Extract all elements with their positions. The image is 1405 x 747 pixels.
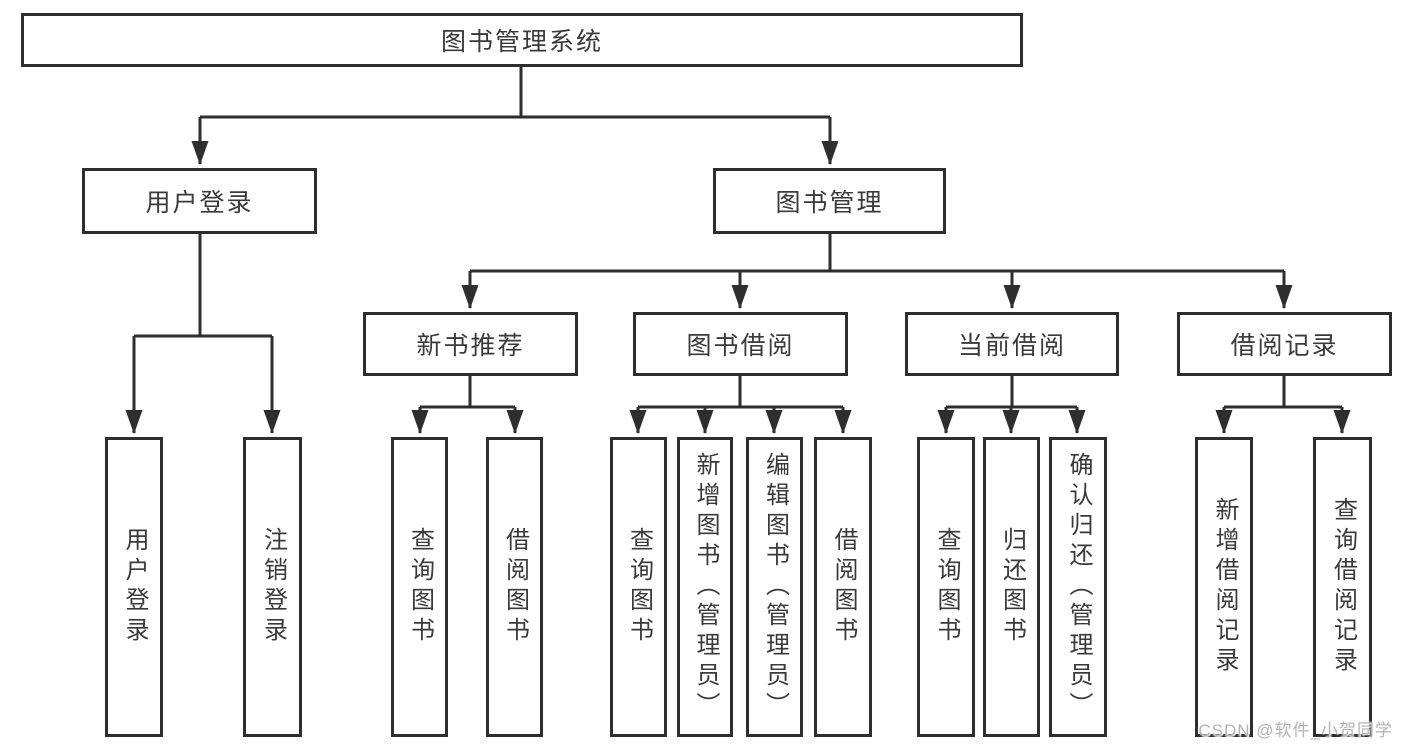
node-label: 查询图书: [406, 527, 434, 647]
node-label: 图书借阅: [686, 332, 795, 360]
node-label: 归还图书: [998, 527, 1026, 647]
leaf-query-books-current: 查询图书: [917, 437, 975, 737]
leaf-edit-books-admin: 编辑图书（管理员）: [746, 437, 803, 737]
node-book-management: 图书管理: [713, 168, 946, 234]
csdn-watermark: CSDN @软件_小贺同学: [1198, 721, 1393, 740]
node-book-borrowing: 图书借阅: [633, 312, 848, 376]
node-label: 借阅图书: [830, 527, 857, 647]
leaf-add-borrow-record: 新增借阅记录: [1195, 437, 1253, 737]
node-label: 图书管理: [775, 189, 884, 217]
node-label: 查询借阅记录: [1329, 497, 1357, 677]
leaf-confirm-return-admin: 确认归还（管理员）: [1049, 437, 1107, 737]
node-label: 借阅记录: [1230, 332, 1339, 360]
leaf-query-books-recommend: 查询图书: [391, 437, 448, 737]
node-book-management-system: 图书管理系统: [21, 13, 1023, 67]
leaf-user-login: 用户登录: [105, 437, 163, 737]
leaf-return-books: 归还图书: [983, 437, 1040, 737]
node-current-borrowing: 当前借阅: [905, 312, 1119, 376]
leaf-query-books-borrowing: 查询图书: [610, 437, 667, 737]
node-label: 图书管理系统: [440, 28, 603, 56]
leaf-borrow-books-recommend: 借阅图书: [486, 437, 543, 737]
leaf-add-books-admin: 新增图书（管理员）: [677, 437, 733, 737]
node-label: 用户登录: [121, 527, 148, 647]
leaf-logout: 注销登录: [243, 437, 302, 737]
node-borrowing-records: 借阅记录: [1177, 312, 1392, 376]
node-label: 查询图书: [933, 527, 960, 647]
node-label: 新书推荐: [416, 332, 525, 360]
node-label: 注销登录: [259, 527, 287, 647]
leaf-query-borrow-record: 查询借阅记录: [1313, 437, 1372, 737]
node-label: 用户登录: [145, 189, 254, 217]
node-user-login: 用户登录: [82, 168, 317, 234]
node-label: 编辑图书（管理员）: [761, 452, 789, 722]
node-label: 确认归还（管理员）: [1065, 452, 1092, 722]
node-label: 借阅图书: [501, 527, 529, 647]
leaf-borrow-books: 借阅图书: [814, 437, 872, 737]
node-label: 查询图书: [625, 527, 653, 647]
node-label: 新增借阅记录: [1211, 497, 1238, 677]
node-label: 当前借阅: [957, 332, 1066, 360]
node-label: 新增图书（管理员）: [692, 452, 719, 722]
node-new-book-recommend: 新书推荐: [363, 312, 578, 376]
